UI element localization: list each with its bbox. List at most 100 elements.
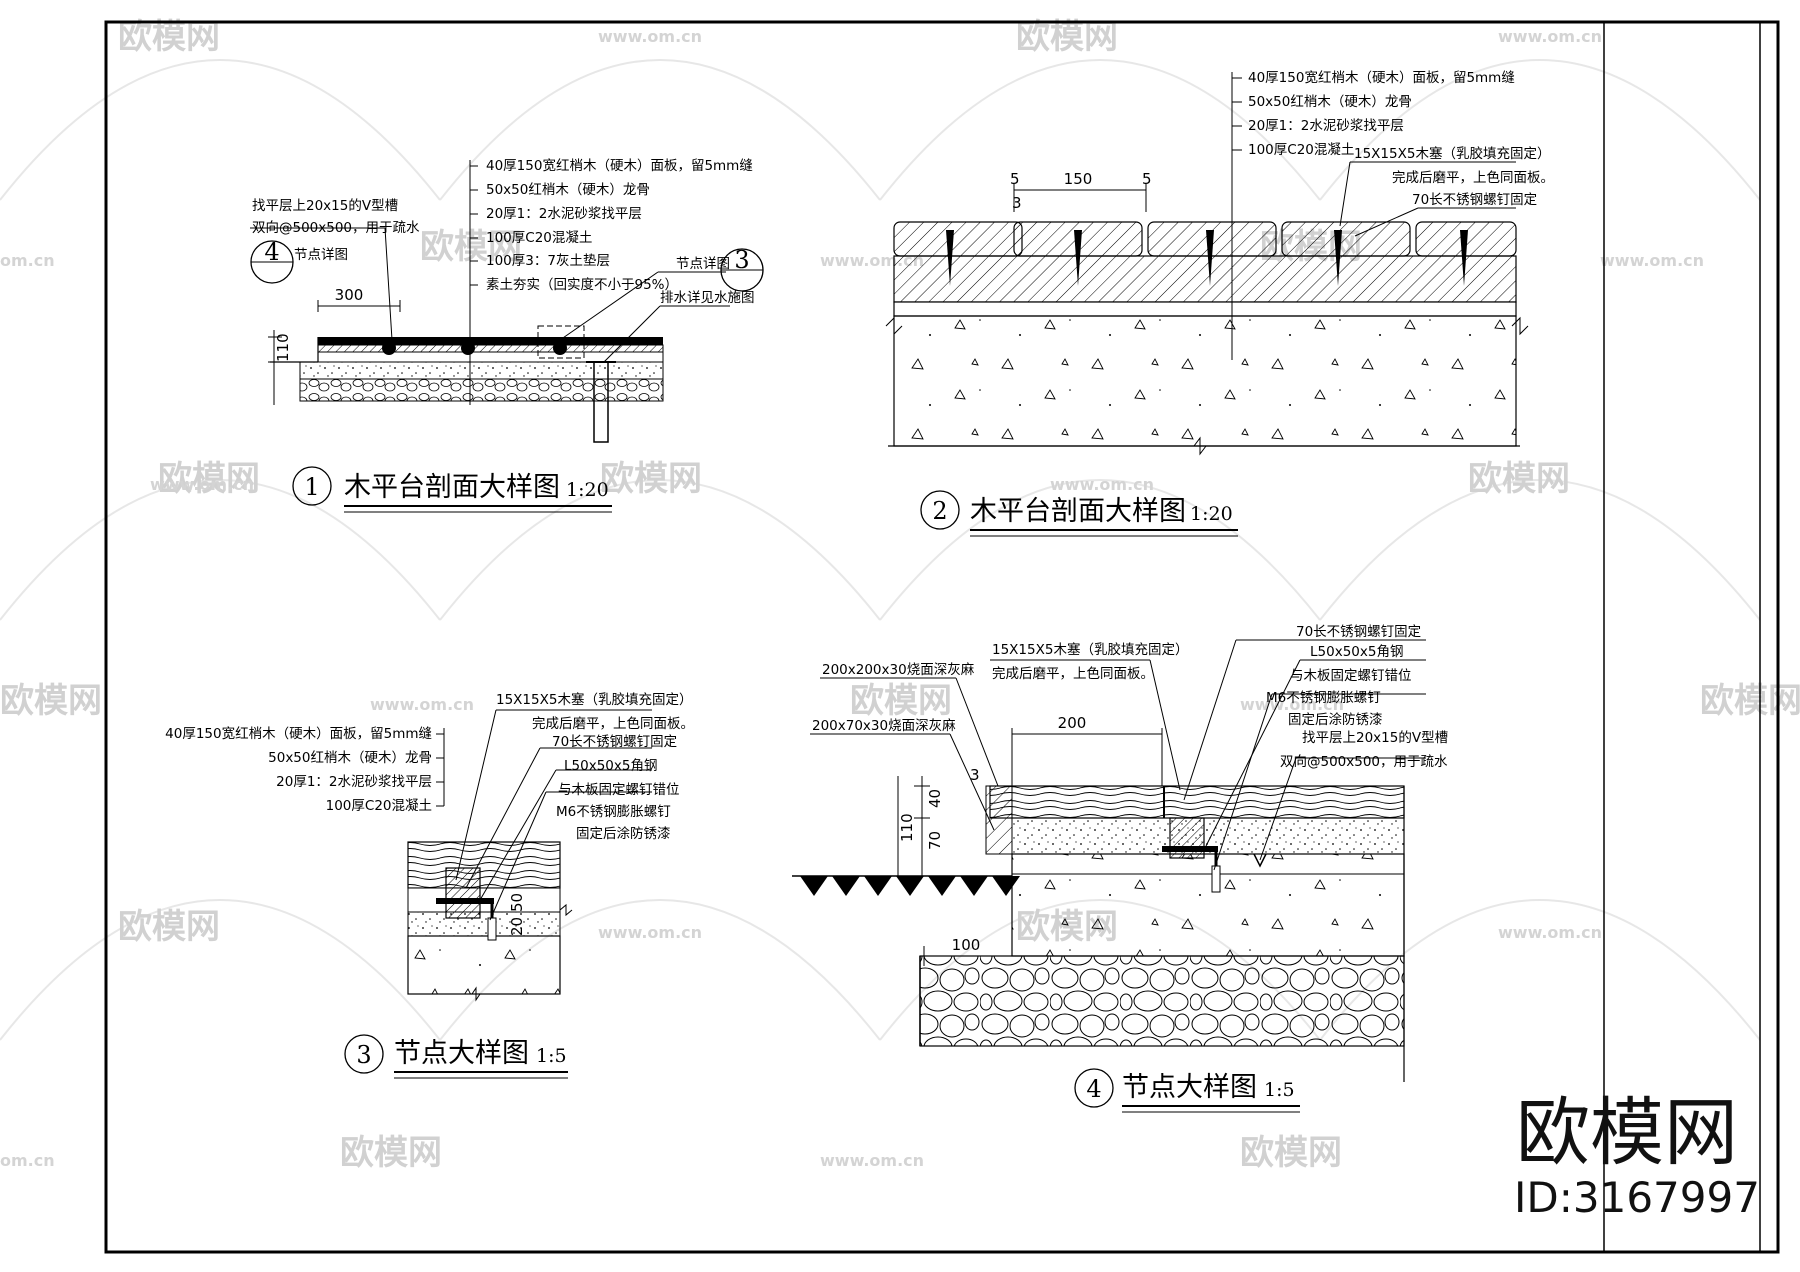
drawing-4-title: 节点大样图 — [1122, 1072, 1257, 1103]
watermark-logo: 欧模网 — [0, 681, 102, 721]
note-layer: 100厚3：7灰土垫层 — [486, 253, 610, 269]
drawing-4-dim-200: 200 — [1058, 714, 1087, 732]
drawing-4-dim-3: 3 — [970, 766, 980, 784]
note-layer: 20厚1：2水泥砂浆找平层 — [486, 206, 642, 222]
ground-hatch — [832, 876, 860, 896]
screw — [1460, 230, 1468, 286]
watermark-url: www.om.cn — [150, 475, 254, 494]
drawing-4-dim-110: 110 — [898, 813, 916, 842]
title-frame — [104, 20, 1780, 1254]
drawing-2-layer-notes: 40厚150宽红梢木（硬木）面板，留5mm缝 50x50红梢木（硬木）龙骨 20… — [1248, 69, 1515, 158]
watermark-logo: 欧模网 — [1700, 681, 1800, 721]
drawing-4-dim-100: 100 — [952, 936, 981, 954]
watermark-logo: 欧模网 — [158, 459, 260, 499]
note-layer: 40厚150宽红梢木（硬木）面板，留5mm缝 — [486, 157, 753, 174]
note-right: 与木板固定螺钉错位 — [558, 782, 680, 798]
drawing-1-dim-110: 110 — [274, 333, 292, 362]
ground-hatch — [896, 876, 924, 896]
drawing-1-scale: 1:20 — [566, 479, 609, 501]
note-right: 固定后涂防锈漆 — [576, 826, 671, 842]
note-layer: 50x50红梢木（硬木）龙骨 — [486, 182, 650, 198]
ref-bubble-number: 4 — [264, 238, 279, 266]
note-right: 找平层上20x15的V型槽 — [1302, 730, 1448, 746]
watermark-url: www.om.cn — [1240, 695, 1344, 714]
watermark-url: om.cn — [0, 251, 55, 270]
note-right: 节点详图 — [676, 256, 730, 272]
ground-hatch — [864, 876, 892, 896]
watermark-url: www.om.cn — [598, 27, 702, 46]
drawing-4: 200 40 70 110 100 3 200x200x30烧面深灰麻 200x… — [792, 624, 1448, 1113]
note-layer: 50x50红梢木（硬木）龙骨 — [1248, 94, 1412, 110]
drawing-2: 150 5 5 3 40厚150宽红梢木（硬木）面板，留5mm缝 50x50红梢… — [885, 69, 1554, 537]
drawing-1-title: 木平台剖面大样图 — [344, 472, 560, 503]
drawing-3-right-notes: 15X15X5木塞（乳胶填充固定） 完成后磨平，上色同面板。 70长不锈钢螺钉固… — [496, 691, 694, 842]
drawing-2-title: 木平台剖面大样图 — [970, 496, 1186, 527]
drawing-1-layer-notes: 40厚150宽红梢木（硬木）面板，留5mm缝 50x50红梢木（硬木）龙骨 20… — [486, 157, 753, 293]
watermark-logo: 欧模网 — [600, 459, 702, 499]
note-mid: 完成后磨平，上色同面板。 — [992, 665, 1154, 682]
note-right: 固定后涂防锈漆 — [1288, 712, 1383, 728]
watermark-url: www.om.cn — [1498, 27, 1602, 46]
drawing-1-left-notes: 找平层上20x15的V型槽 双向@500x500，用于疏水 节点详图 — [252, 198, 420, 263]
note-right: 双向@500x500，用于疏水 — [1280, 754, 1448, 770]
ground-hatch — [928, 876, 956, 896]
drawing-1-dim-300: 300 — [335, 286, 364, 304]
drawing-1: 300 110 40厚150宽红梢木（硬木）面板，留5mm缝 50x50红梢木（… — [250, 157, 764, 513]
watermark-url: www.om.cn — [1600, 251, 1704, 270]
note-left: 找平层上20x15的V型槽 — [252, 198, 398, 214]
drawing-1-number: 1 — [304, 473, 319, 501]
note-layer: 素土夯实（回实度不小于95%） — [486, 277, 678, 293]
watermark-url: www.om.cn — [598, 923, 702, 942]
brand-logo-text: 欧模网 — [1516, 1090, 1738, 1176]
drawing-4-right-notes: 70长不锈钢螺钉固定 L50x50x5角钢 与木板固定螺钉错位 M6不锈钢膨胀螺… — [1266, 624, 1448, 770]
note-right: 70长不锈钢螺钉固定 — [552, 734, 677, 750]
note-left: 节点详图 — [294, 247, 348, 263]
screw — [1074, 230, 1082, 286]
ground-hatch — [960, 876, 988, 896]
note-left: 50x50红梢木（硬木）龙骨 — [268, 750, 432, 766]
watermark-logo: 欧模网 — [118, 17, 220, 57]
watermark-logo: 欧模网 — [118, 907, 220, 947]
note-left: 200x200x30烧面深灰麻 — [822, 662, 975, 678]
watermark-url: www.om.cn — [370, 695, 474, 714]
watermark-logo: 欧模网 — [340, 1133, 442, 1173]
drawing-4-scale: 1:5 — [1264, 1079, 1295, 1101]
watermark-url: om.cn — [0, 1151, 55, 1170]
drawing-3-title: 节点大样图 — [394, 1038, 529, 1069]
drawing-4-dim-70: 70 — [926, 831, 944, 850]
watermark-url: www.om.cn — [1050, 475, 1154, 494]
note-right: 70长不锈钢螺钉固定 — [1412, 192, 1537, 208]
drawing-3: 40厚150宽红梢木（硬木）面板，留5mm缝 50x50红梢木（硬木）龙骨 20… — [165, 691, 694, 1079]
drawing-2-dim-3: 3 — [1012, 194, 1022, 212]
note-right: 排水详见水施图 — [660, 290, 755, 306]
drawing-2-dim-150: 150 — [1064, 170, 1093, 188]
brand-mark: 欧模网 ID:3167997 — [1514, 1090, 1760, 1222]
note-layer: 100厚C20混凝土 — [1248, 142, 1354, 158]
note-left: 20厚1：2水泥砂浆找平层 — [276, 774, 432, 790]
note-mid: 15X15X5木塞（乳胶填充固定） — [992, 641, 1188, 658]
note-right: L50x50x5角钢 — [1310, 644, 1403, 660]
screw — [1334, 230, 1342, 286]
note-left: 40厚150宽红梢木（硬木）面板，留5mm缝 — [165, 725, 432, 742]
watermark-logo: 欧模网 — [850, 681, 952, 721]
brand-id: ID:3167997 — [1514, 1173, 1760, 1222]
drawing-3-scale: 1:5 — [536, 1045, 567, 1067]
screw — [1206, 230, 1214, 286]
drawing-2-dim-5b: 5 — [1142, 170, 1152, 188]
drawing-2-dim-5a: 5 — [1010, 170, 1020, 188]
drawing-3-number: 3 — [356, 1041, 371, 1069]
note-right: L50x50x5角钢 — [564, 758, 657, 774]
drawing-2-number: 2 — [932, 497, 947, 525]
drawing-3-dim-50: 50 — [508, 893, 526, 912]
drawing-4-number: 4 — [1086, 1075, 1101, 1103]
watermark-logo: 欧模网 — [1240, 1133, 1342, 1173]
note-right: 15X15X5木塞（乳胶填充固定） — [1354, 145, 1550, 162]
note-left: 双向@500x500，用于疏水 — [252, 220, 420, 236]
drawing-3-left-notes: 40厚150宽红梢木（硬木）面板，留5mm缝 50x50红梢木（硬木）龙骨 20… — [165, 725, 432, 814]
note-layer: 20厚1：2水泥砂浆找平层 — [1248, 118, 1404, 134]
drawing-3-dim-20: 20 — [508, 917, 526, 936]
note-right: M6不锈钢膨胀螺钉 — [1266, 690, 1381, 706]
note-layer: 100厚C20混凝土 — [486, 230, 592, 246]
watermark-url: www.om.cn — [820, 1151, 924, 1170]
